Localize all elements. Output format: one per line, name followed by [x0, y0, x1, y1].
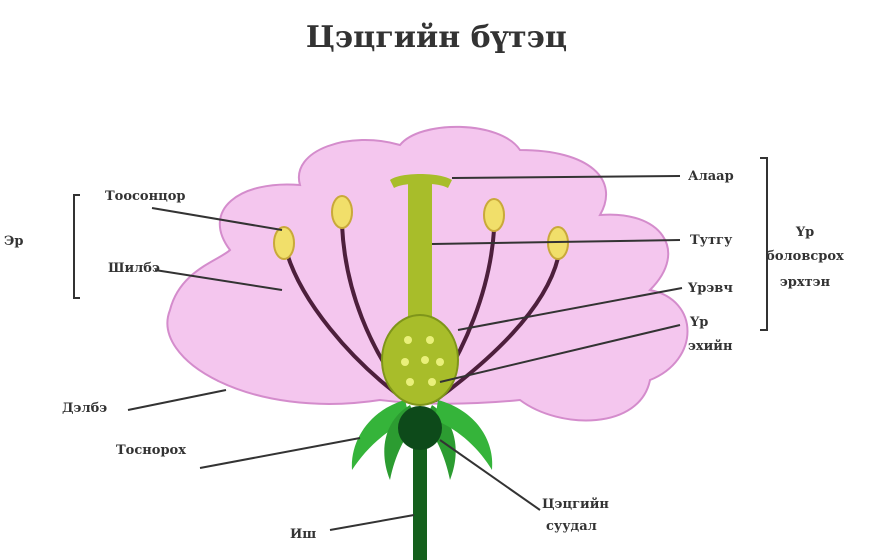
label-stamen-group: Эр	[4, 234, 23, 249]
label-ovary: Үрэвч	[687, 281, 733, 296]
pointer-stem	[330, 515, 414, 530]
anther-2	[332, 196, 352, 228]
bracket-pistil	[760, 158, 767, 330]
label-stem: Иш	[290, 527, 316, 542]
label-sepal: Тоснорох	[116, 443, 186, 458]
label-receptacle-1: Цэцгийн	[542, 497, 609, 512]
label-stigma: Алаар	[688, 169, 734, 184]
ovary	[382, 315, 458, 405]
label-pistil-3: эрхтэн	[780, 275, 831, 290]
label-style: Тутгу	[690, 233, 733, 248]
label-petal: Дэлбэ	[62, 401, 107, 416]
style	[408, 180, 432, 330]
anther-1	[274, 227, 294, 259]
pointer-petal	[128, 390, 226, 410]
label-pistil-2: боловсрох	[766, 249, 844, 264]
label-ovule-2: эхийн	[688, 339, 733, 354]
anther-3	[484, 199, 504, 231]
label-anther: Тоосонцор	[105, 189, 185, 204]
label-filament: Шилбэ	[108, 261, 160, 276]
pointer-sepal	[200, 438, 360, 468]
label-ovule-1: Үр	[689, 315, 708, 330]
receptacle	[398, 406, 442, 450]
bracket-stamen	[74, 195, 80, 298]
label-pistil-1: Үр	[795, 225, 814, 240]
label-receptacle-2: суудал	[546, 519, 597, 534]
